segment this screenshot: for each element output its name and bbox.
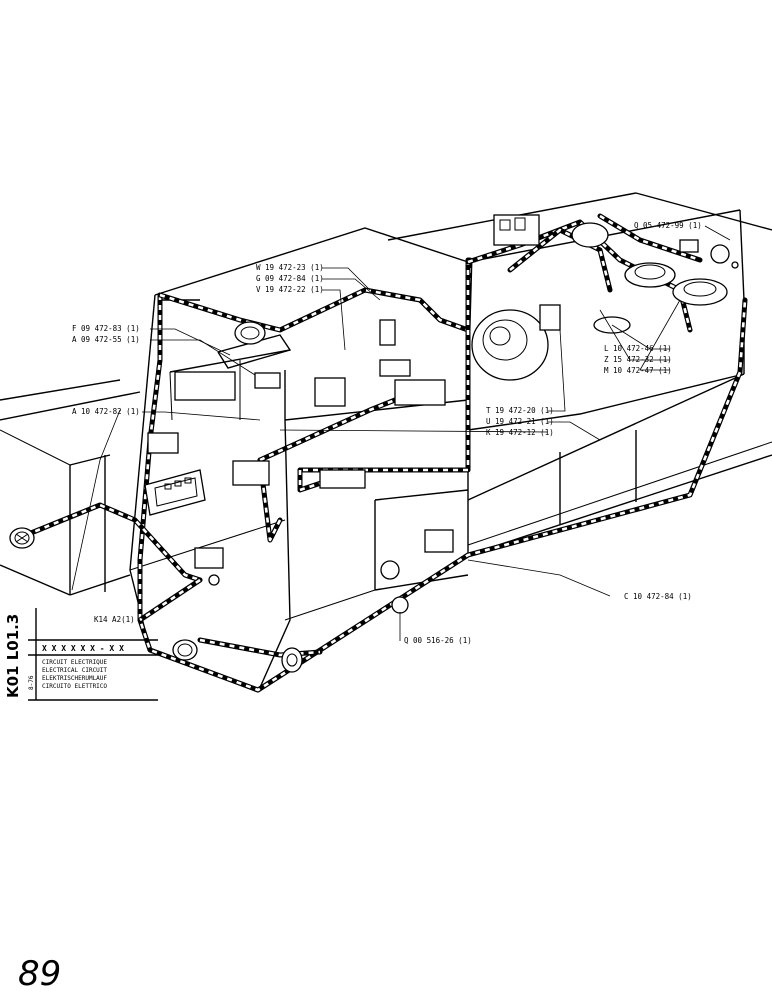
title-line-en: ELECTRICAL CIRCUIT [42,667,107,674]
label-k19: K 19 472-12 (1) [486,428,554,437]
fan-pulley-2 [672,278,728,306]
relay-box-2 [232,460,270,486]
battery [174,371,236,401]
label-t19: T 19 472-20 (1) [486,406,554,415]
switch-knob [208,574,220,586]
instrument-panel [144,469,206,516]
label-u19: U 19 472-21 (1) [486,417,554,426]
label-w19: W 19 472-23 (1) [256,263,324,272]
fuse-block [379,359,411,377]
label-l10: L 10 472-46 (1) [604,344,672,353]
label-q05: Q 05 472-99 (1) [634,221,702,230]
cab-switch [379,319,396,346]
label-g09: G 09 472-84 (1) [256,274,324,283]
alternator [471,304,561,381]
horn [281,647,303,673]
fan-pulley-1 [624,262,676,288]
pressure-switch [710,244,730,264]
oil-pressure-sender [391,596,409,614]
regulator [394,379,446,406]
part-reference: X X X X X X - X X [42,644,124,653]
lower-lamp [172,639,198,661]
label-f09: F 09 472-83 (1) [72,324,140,333]
engine-bay-sensor [380,560,400,580]
label-a10: A 10 472-82 (1) [72,407,140,416]
drawing-date: 8-76 [28,675,35,690]
relay-box-3 [194,547,224,569]
label-v19: V 19 472-22 (1) [256,285,324,294]
label-k14: K14 A2(1) [94,615,135,624]
drawing-code: K01 L01.3 [4,614,22,698]
components [9,214,739,673]
relay-box-1 [147,432,179,454]
front-lamp-left [9,527,35,549]
solenoid [571,222,609,248]
label-q00: Q 00 516-26 (1) [404,636,472,645]
connector-block [319,469,366,489]
title-line-de: ELEKTRISCHERUMLAUF [42,675,107,682]
leader-lines [71,225,731,641]
label-m10: M 10 472-47 (1) [604,366,672,375]
label-a09: A 09 472-55 (1) [72,335,140,344]
control-box [314,377,346,407]
part-labels: Q 05 472-99 (1) W 19 472-23 (1) G 09 472… [72,221,702,645]
label-z15: Z 15 472-32 (1) [604,355,672,364]
label-c10: C 10 472-84 (1) [624,592,692,601]
page-number: 89 [18,954,61,994]
title-line-it: CIRCUITO ELETTRICO [42,683,107,690]
engine-bay-box [424,529,454,553]
title-line-fr: CIRCUIT ELECTRIQUE [42,659,107,666]
title-block: K01 L01.3 X X X X X X - X X CIRCUIT ELEC… [4,608,158,701]
temp-sensor [679,239,699,253]
switch-unit [254,372,281,389]
roof-lamp [234,321,266,345]
